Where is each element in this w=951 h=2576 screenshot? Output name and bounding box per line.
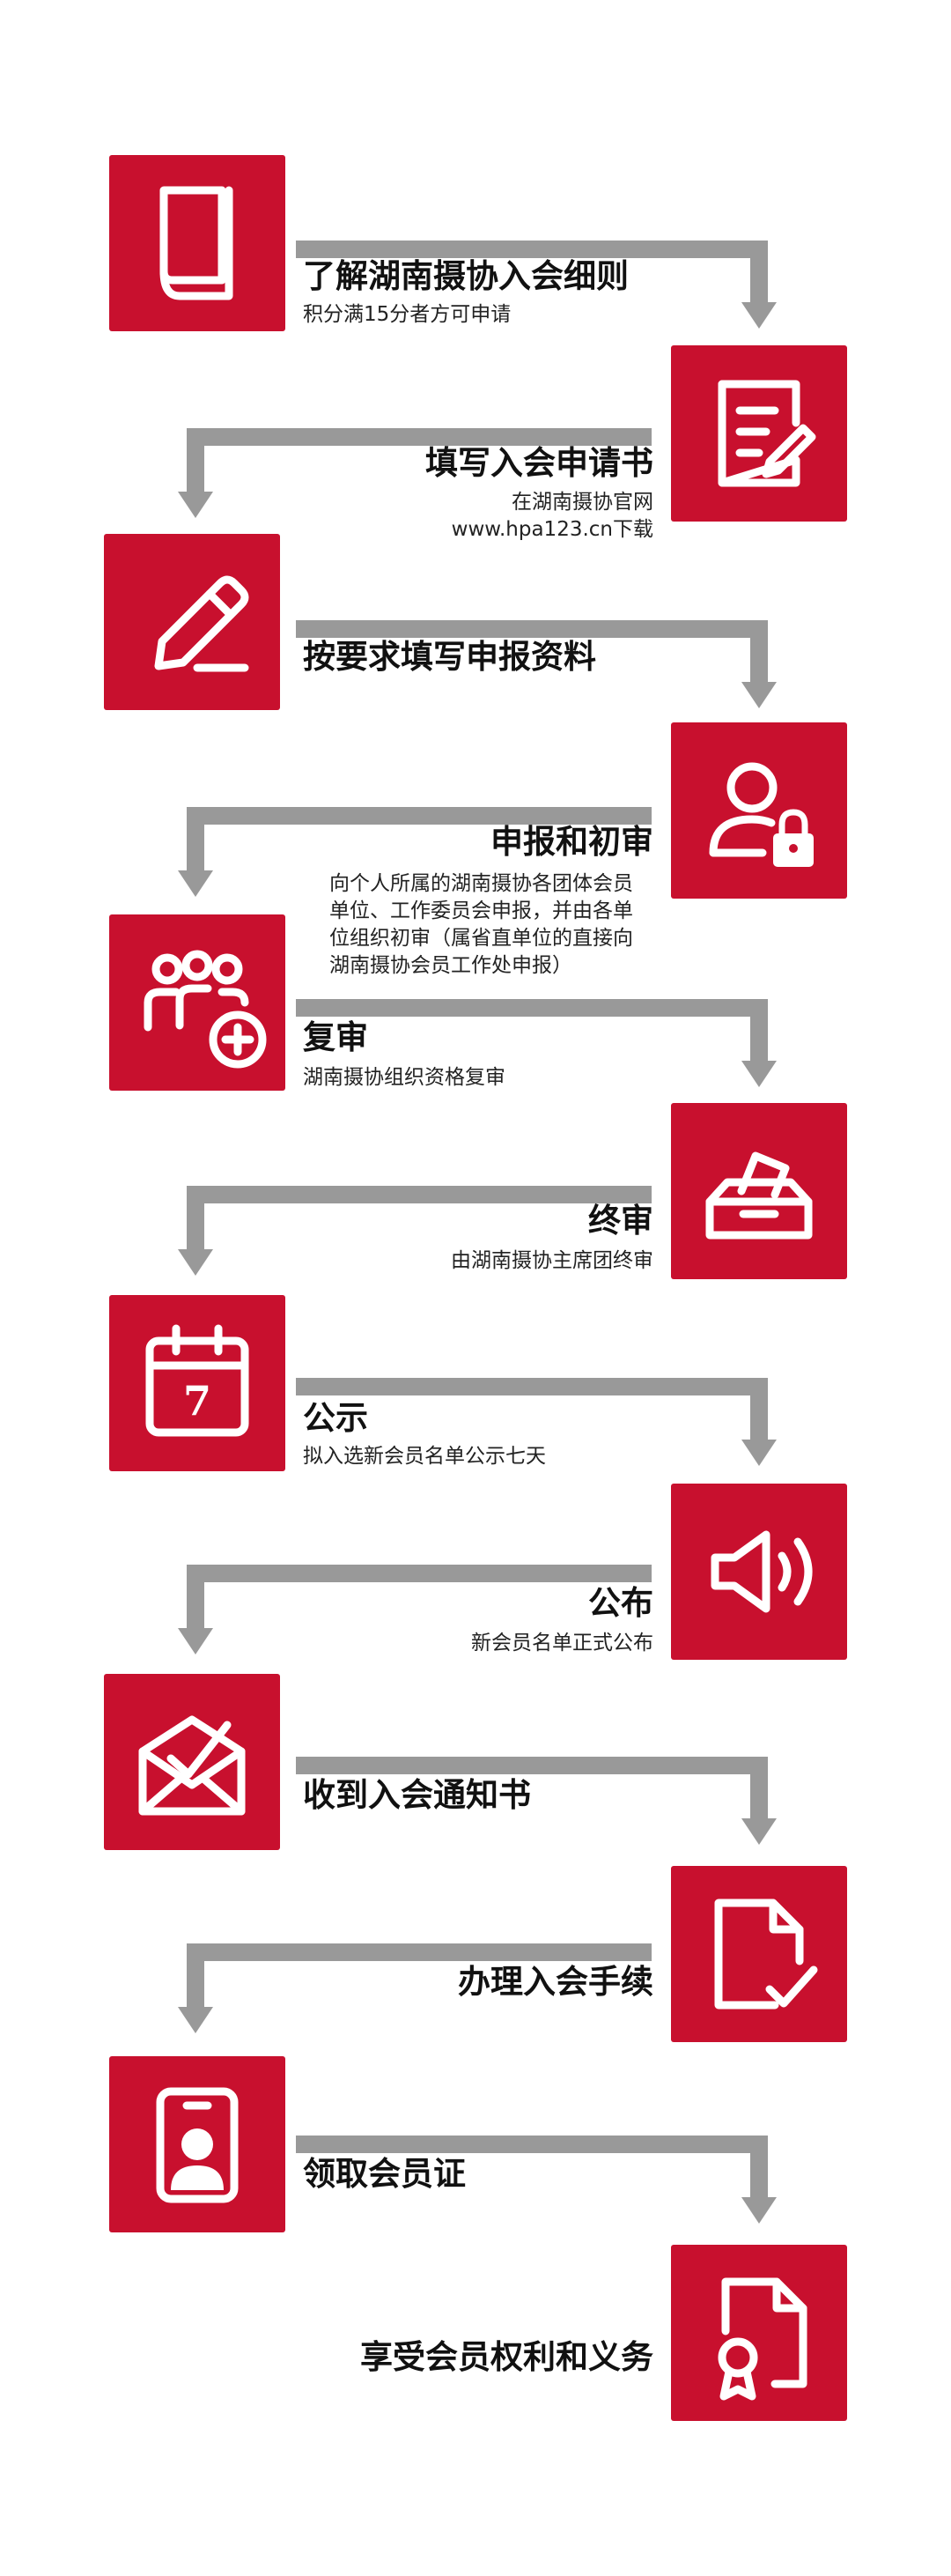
step-1-icon-box — [109, 155, 285, 331]
step-2-desc-line-1: 在湖南摄协官网 — [512, 491, 653, 514]
step-3-icon-box — [104, 534, 280, 710]
step-4-desc-line-1: 向个人所属的湖南摄协各团体会员 — [329, 872, 633, 895]
step-6-desc: 由湖南摄协主席团终审 — [451, 1249, 653, 1272]
step-8-icon-box — [671, 1484, 847, 1660]
step-1-desc: 积分满15分者方可申请 — [303, 303, 512, 326]
step-9-title: 收到入会通知书 — [303, 1776, 531, 1814]
step-2-desc-line-2: www.hpa123.cn下载 — [451, 518, 653, 541]
ballot-box-icon — [705, 1151, 813, 1240]
step-4-title: 申报和初审 — [490, 823, 653, 861]
step-2-icon-box — [671, 345, 847, 522]
step-1-title: 了解湖南摄协入会细则 — [303, 257, 629, 295]
step-4-desc-line-3: 位组织初审（属省直单位的直接向 — [329, 927, 633, 950]
step-10-title: 办理入会手续 — [458, 1963, 653, 2001]
step-8-title: 公布 — [588, 1584, 653, 1622]
calendar-icon: 7 — [145, 1324, 249, 1437]
step-11-icon-box — [109, 2056, 285, 2232]
step-5-desc: 湖南摄协组织资格复审 — [303, 1066, 505, 1089]
step-12-title: 享受会员权利和义务 — [360, 2338, 653, 2376]
step-12-icon-box — [671, 2245, 847, 2421]
form-edit-icon — [718, 380, 816, 487]
step-6-title: 终审 — [588, 1202, 653, 1240]
speaker-icon — [711, 1530, 813, 1613]
member-card-icon — [156, 2087, 239, 2203]
pencil-icon — [154, 575, 249, 672]
step-8-desc: 新会员名单正式公布 — [471, 1632, 653, 1654]
step-9-icon-box — [104, 1674, 280, 1850]
certificate-icon — [718, 2277, 807, 2401]
step-7-desc: 拟入选新会员名单公示七天 — [303, 1445, 546, 1468]
step-4-icon-box — [671, 722, 847, 899]
step-2-title: 填写入会申请书 — [425, 444, 653, 482]
step-7-icon-box: 7 — [109, 1295, 285, 1471]
document-check-icon — [714, 1899, 818, 2010]
group-add-icon — [144, 950, 267, 1069]
step-7-title: 公示 — [303, 1399, 368, 1437]
mail-check-icon — [138, 1715, 246, 1816]
step-11-title: 领取会员证 — [303, 2155, 466, 2193]
user-lock-icon — [709, 762, 814, 867]
step-5-icon-box — [109, 914, 285, 1091]
step-4-desc-line-2: 单位、工作委员会申报，并由各单 — [329, 899, 633, 922]
calendar-day: 7 — [183, 1377, 211, 1425]
book-icon — [159, 186, 233, 300]
step-4-desc-line-4: 湖南摄协会员工作处申报） — [329, 954, 572, 977]
step-10-icon-box — [671, 1866, 847, 2042]
step-6-icon-box — [671, 1103, 847, 1279]
step-3-title: 按要求填写申报资料 — [303, 638, 596, 676]
step-5-title: 复审 — [303, 1018, 368, 1056]
